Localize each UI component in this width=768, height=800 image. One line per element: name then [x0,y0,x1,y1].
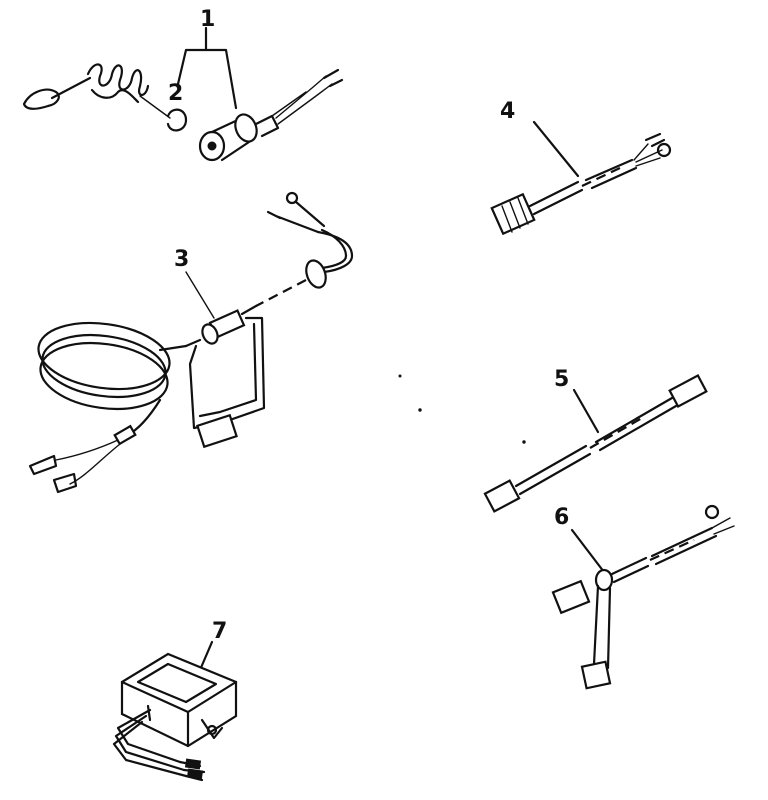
plug-icon [580,660,612,690]
terminal-icon [266,210,320,234]
ring-terminal-icon [285,191,299,205]
grommet-icon [305,259,327,289]
cable-coil-icon [37,321,188,411]
connector-icon [551,579,591,615]
part-3-main-harness [28,191,354,494]
callout-6: 6 [554,505,569,530]
coiled-cord-icon [86,63,150,104]
part-6-harness [551,504,735,690]
stop-switch-body-icon [198,113,280,162]
speck [398,374,402,378]
part-4-harness [490,120,672,236]
part-1-2-stop-switch-assembly [22,26,344,162]
leader-6 [570,528,606,574]
clip-icon [166,108,188,132]
callout-3: 3 [174,247,189,272]
bracket-icon [592,584,612,670]
callout-2: 2 [168,81,183,106]
wire-bundle-icon [112,708,206,782]
speck [418,408,422,412]
connector-icon [490,192,536,236]
leader-7 [198,640,214,672]
callout-5: 5 [554,367,569,392]
part-5-extension-cable [483,374,708,513]
connector-icon [184,309,246,348]
bracket-icon [188,316,266,430]
connector-icon [483,479,521,513]
ring-terminal-icon [656,142,672,158]
lanyard-clip-icon [22,88,60,110]
callout-7: 7 [212,619,227,644]
plug-icon [196,413,238,449]
part-7-control-box [112,640,238,782]
ring-terminal-icon [704,504,720,520]
leader-5 [572,388,600,434]
leader-3 [185,271,215,319]
leader-4 [532,120,580,178]
speck [522,440,526,444]
connector-icon [668,374,708,408]
connector-pins-icon [28,454,78,494]
callout-1: 1 [200,7,215,32]
callout-4: 4 [500,99,515,124]
